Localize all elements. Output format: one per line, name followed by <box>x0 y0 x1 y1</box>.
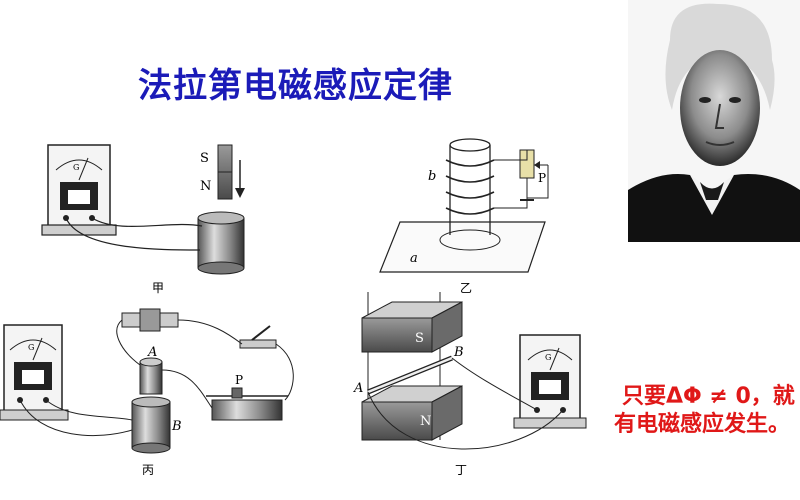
magnet-s-label: S <box>415 331 424 346</box>
panel-ding: S A B N G 丁 <box>353 292 587 477</box>
galvanometer-jia: G <box>41 144 117 236</box>
plane-label-a: a <box>410 251 418 266</box>
meter-label: G <box>545 353 551 362</box>
panel-caption-jia: 甲 <box>152 281 164 295</box>
panel-caption-ding: 丁 <box>455 463 467 477</box>
coil-b-bing <box>131 396 171 454</box>
down-arrow-icon <box>235 160 245 198</box>
rod-label-b: B <box>453 345 464 360</box>
plane-a <box>379 221 546 273</box>
wire <box>451 357 538 411</box>
panel-caption-yi: 乙 <box>460 281 472 295</box>
panel-yi: a b P 乙 <box>379 138 549 295</box>
wire <box>19 399 133 437</box>
coil-jia <box>197 211 245 275</box>
rheostat-label: P <box>235 373 243 387</box>
rheostat-label: P <box>538 171 546 185</box>
conclusion-line-2: 有电磁感应发生。 <box>614 412 791 437</box>
wire <box>177 319 243 345</box>
wire <box>161 369 213 409</box>
page-title: 法拉第电磁感应定律 <box>138 66 453 106</box>
meter-label: G <box>73 163 79 172</box>
rheostat-bing: P <box>206 373 288 421</box>
wire <box>65 217 201 251</box>
wire <box>494 178 528 209</box>
wire <box>494 150 528 161</box>
meter-label: G <box>28 343 34 352</box>
conclusion-line-1: 只要ΔΦ ≠ 0，就 <box>622 384 795 409</box>
coil-label-b: B <box>171 419 182 434</box>
wire <box>275 343 294 401</box>
wire <box>45 399 133 421</box>
bar-magnet-jia: S N <box>200 144 233 200</box>
coil-a-bing <box>139 357 163 395</box>
panel-caption-bing: 丙 <box>142 463 154 477</box>
panel-bing: G A B P <box>0 308 294 477</box>
magnet-n-ding: N <box>361 385 463 441</box>
battery-bing <box>121 308 179 332</box>
magnet-n-label: N <box>420 414 431 429</box>
galvanometer-bing: G <box>0 324 69 421</box>
wire <box>527 165 549 199</box>
rheostat-yi: P <box>519 149 548 185</box>
conductor-rod-ab <box>367 355 453 395</box>
magnet-s-label: S <box>200 151 209 166</box>
coil-label-b: b <box>428 169 436 184</box>
wire <box>91 217 203 227</box>
solenoid-b <box>445 138 495 235</box>
coil-label-a: A <box>147 345 157 360</box>
wire <box>116 319 141 366</box>
galvanometer-ding: G <box>513 334 587 429</box>
rod-label-a: A <box>353 381 363 396</box>
portrait-image <box>628 0 800 242</box>
magnet-n-label: N <box>200 179 211 194</box>
loop-a <box>439 229 501 251</box>
wire <box>367 391 564 450</box>
switch-bing <box>239 325 277 349</box>
magnet-s-ding: S <box>361 301 463 353</box>
panel-jia: G S N 甲 <box>41 144 245 295</box>
